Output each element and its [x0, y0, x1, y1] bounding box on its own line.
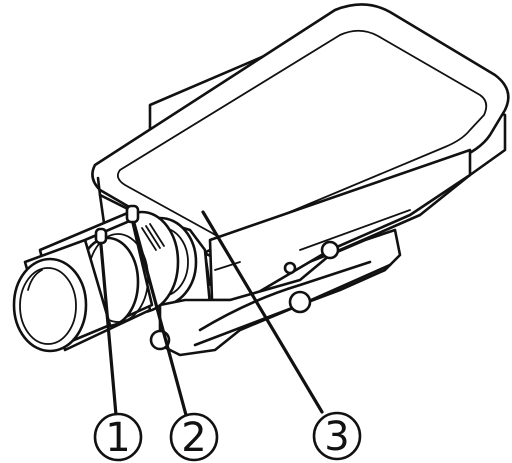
callout-1: 1 — [93, 412, 143, 462]
callout-leaders — [99, 210, 324, 417]
callout-label-2: 2 — [181, 415, 206, 461]
callout-label-3: 3 — [324, 414, 349, 460]
leader-line-1 — [99, 243, 118, 417]
camera-housing — [91, 3, 510, 302]
leader-line-3 — [201, 210, 324, 414]
focus-puller — [94, 227, 108, 245]
leader-line-2 — [132, 221, 188, 417]
zoom-puller — [125, 204, 140, 224]
callout-3: 3 — [312, 411, 362, 461]
mount-bracket — [149, 228, 402, 357]
lens — [12, 204, 180, 353]
callout-label-1: 1 — [105, 415, 130, 461]
callout-2: 2 — [169, 412, 219, 462]
